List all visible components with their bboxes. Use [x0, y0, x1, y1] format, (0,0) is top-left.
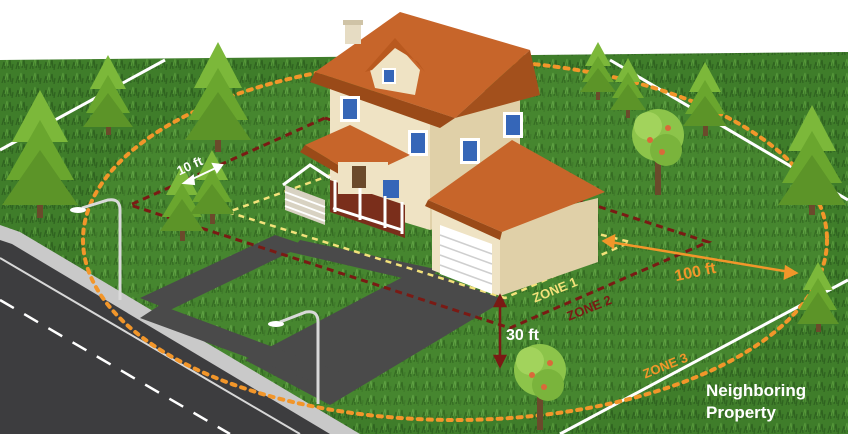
label-30ft: 30 ft — [506, 327, 540, 344]
label-neighbor-line2: Property — [706, 403, 776, 422]
label-neighbor-line1: Neighboring — [706, 381, 806, 400]
